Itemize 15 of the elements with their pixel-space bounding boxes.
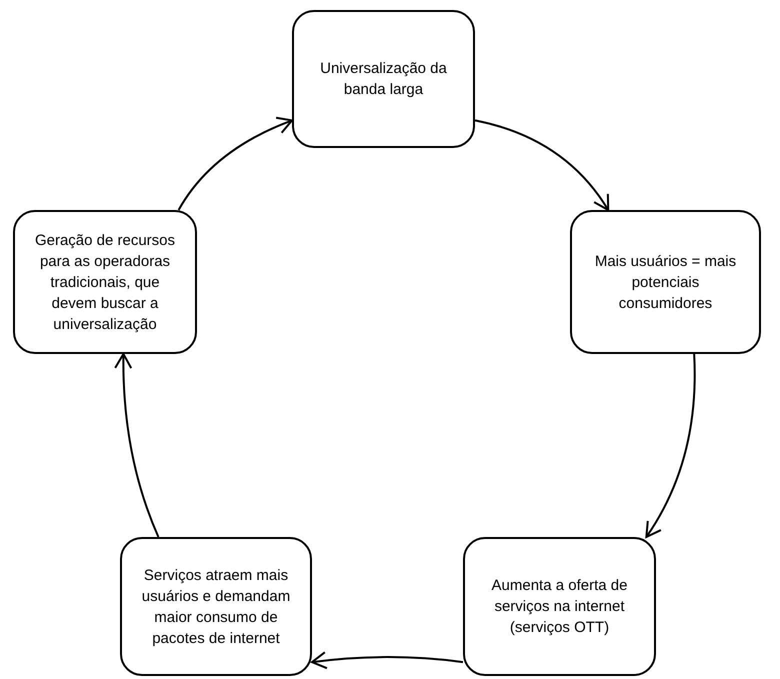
box-text: Aumenta a oferta de serviços na internet (serviços OTT) bbox=[490, 576, 628, 638]
process-box bbox=[292, 10, 475, 148]
process-box bbox=[120, 537, 312, 676]
process-box bbox=[570, 210, 761, 354]
process-box bbox=[463, 537, 656, 676]
box-text: Geração de recursos para as operadoras tradicionais, que devem buscar a universalização bbox=[34, 230, 176, 334]
process-box bbox=[13, 210, 197, 354]
curved-arrow bbox=[311, 651, 464, 670]
box-text: Mais usuários = mais potenciais consumidores bbox=[594, 252, 738, 314]
box-text: Universalização da banda larga bbox=[319, 59, 448, 100]
curved-arrow bbox=[645, 354, 696, 538]
curved-arrow bbox=[474, 119, 610, 211]
box-text: Serviços atraem mais usuários e demandam maior consumo de pacotes de internet bbox=[140, 566, 292, 648]
curved-arrow bbox=[114, 353, 160, 538]
curved-arrow bbox=[178, 117, 293, 211]
